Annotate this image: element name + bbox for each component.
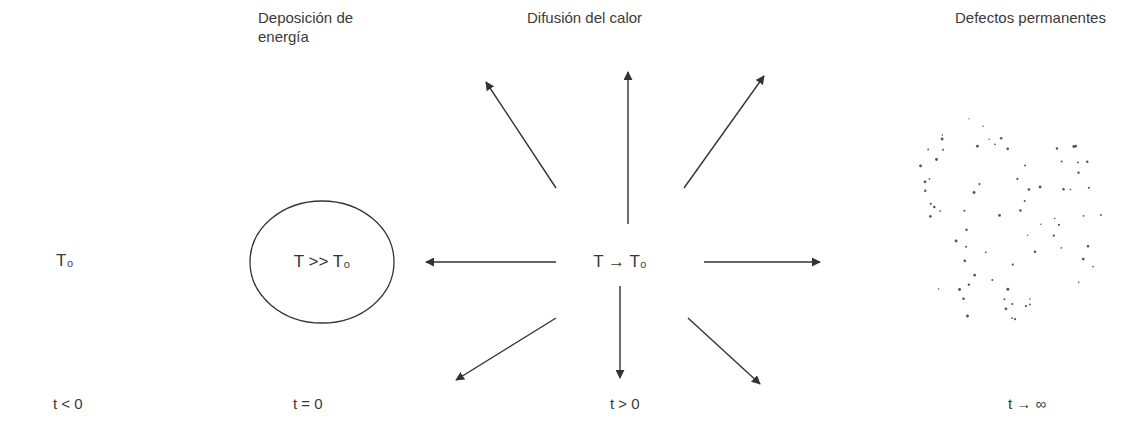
defect-dot (1011, 303, 1013, 305)
defect-dot (924, 180, 927, 183)
defect-dot (1014, 318, 1016, 320)
defect-dot (963, 259, 966, 262)
defect-dot (998, 214, 1001, 217)
defect-dot (985, 251, 987, 253)
defect-dot (1003, 298, 1005, 300)
diffusion-arrow (704, 261, 820, 262)
defect-dot (991, 279, 993, 281)
heat-diffusion-arrows (426, 72, 820, 384)
diffusion-arrow (426, 261, 556, 262)
defect-dot (978, 183, 980, 185)
defect-dot (1000, 137, 1003, 140)
defect-dot (924, 190, 926, 192)
defect-dot (930, 203, 932, 205)
defect-dot (1006, 148, 1009, 151)
defect-dot (976, 145, 979, 148)
defect-dot (1029, 298, 1031, 300)
defect-dot (935, 158, 938, 161)
defect-dot (963, 210, 965, 212)
defect-dot (1086, 161, 1088, 163)
circle-outline (250, 201, 394, 323)
defect-dot (973, 274, 976, 277)
defect-dot (1027, 234, 1028, 235)
defect-dot (1070, 189, 1072, 191)
defect-dot (994, 143, 996, 145)
time-label: t = 0 (293, 394, 323, 413)
defect-dot (942, 134, 943, 135)
diffusion-arrow (684, 76, 764, 188)
defect-dot (1062, 188, 1065, 191)
defect-dot (1083, 215, 1085, 217)
defect-dot (1040, 224, 1042, 226)
defect-dot (965, 229, 967, 231)
defect-dot (1088, 187, 1090, 189)
defect-dot (1054, 218, 1056, 220)
defect-dot (1100, 214, 1102, 216)
defect-dot (1024, 165, 1026, 167)
defect-dot (1025, 305, 1027, 307)
diffusion-arrow (619, 286, 620, 378)
defect-dot (1005, 307, 1008, 310)
diffusion-arrow (688, 318, 760, 384)
defect-dot (929, 215, 932, 218)
defect-dot (933, 206, 936, 209)
defect-dot (1077, 171, 1079, 173)
defect-dot (1061, 160, 1063, 162)
defect-dot (1061, 247, 1063, 249)
defect-dot (958, 288, 961, 291)
defect-dot (927, 149, 929, 151)
defect-dot (1058, 224, 1060, 226)
diffusion-arrow (456, 318, 556, 380)
temperature-label: T → T₀ (593, 251, 647, 272)
time-label: t < 0 (53, 394, 83, 413)
diffusion-arrow (627, 72, 628, 224)
defect-dot (941, 138, 944, 141)
diffusion-arrow (486, 82, 556, 188)
defect-dot (1082, 258, 1085, 261)
defect-dot (968, 283, 970, 285)
defect-dot (1053, 235, 1055, 237)
defect-dot (1024, 200, 1026, 202)
temperature-label: T₀ (56, 250, 73, 271)
stage-heading: Defectos permanentes (955, 8, 1106, 27)
defect-dot (1077, 162, 1079, 164)
defect-dot (973, 191, 976, 194)
defect-dot (966, 315, 969, 318)
defect-dot (1012, 263, 1014, 265)
defect-dots (919, 118, 1102, 320)
defect-dot (942, 149, 944, 151)
defect-dot (1016, 178, 1018, 180)
defect-dot (968, 118, 969, 119)
defect-dot (1039, 185, 1042, 188)
defect-dot (919, 164, 922, 167)
energy-circle: T >> T₀ (249, 200, 395, 324)
time-label: t → ∞ (1008, 394, 1046, 413)
defect-dot (938, 288, 940, 290)
defect-dot (1078, 282, 1080, 284)
time-label: t > 0 (610, 394, 640, 413)
defect-dot (1072, 145, 1075, 148)
defect-dot (1092, 266, 1094, 268)
stage-heading: Deposición de energía (258, 8, 366, 46)
defect-dot (928, 178, 930, 180)
defect-dot (1056, 147, 1058, 149)
defect-dot (1011, 317, 1013, 319)
node-text: T >> T₀ (294, 252, 351, 272)
defect-dot (1029, 304, 1031, 306)
defect-dot (939, 210, 941, 212)
defect-dot (982, 126, 983, 127)
defect-dot (988, 139, 989, 140)
defect-dot (1019, 209, 1022, 212)
defect-dot (1087, 245, 1090, 248)
defect-dot (1006, 288, 1009, 291)
defect-dot (955, 240, 958, 243)
defect-dot (1028, 188, 1031, 191)
defect-dot (1034, 251, 1036, 253)
defect-dot (962, 297, 965, 300)
stage-heading: Difusión del calor (527, 8, 642, 27)
defect-dot (965, 246, 967, 248)
